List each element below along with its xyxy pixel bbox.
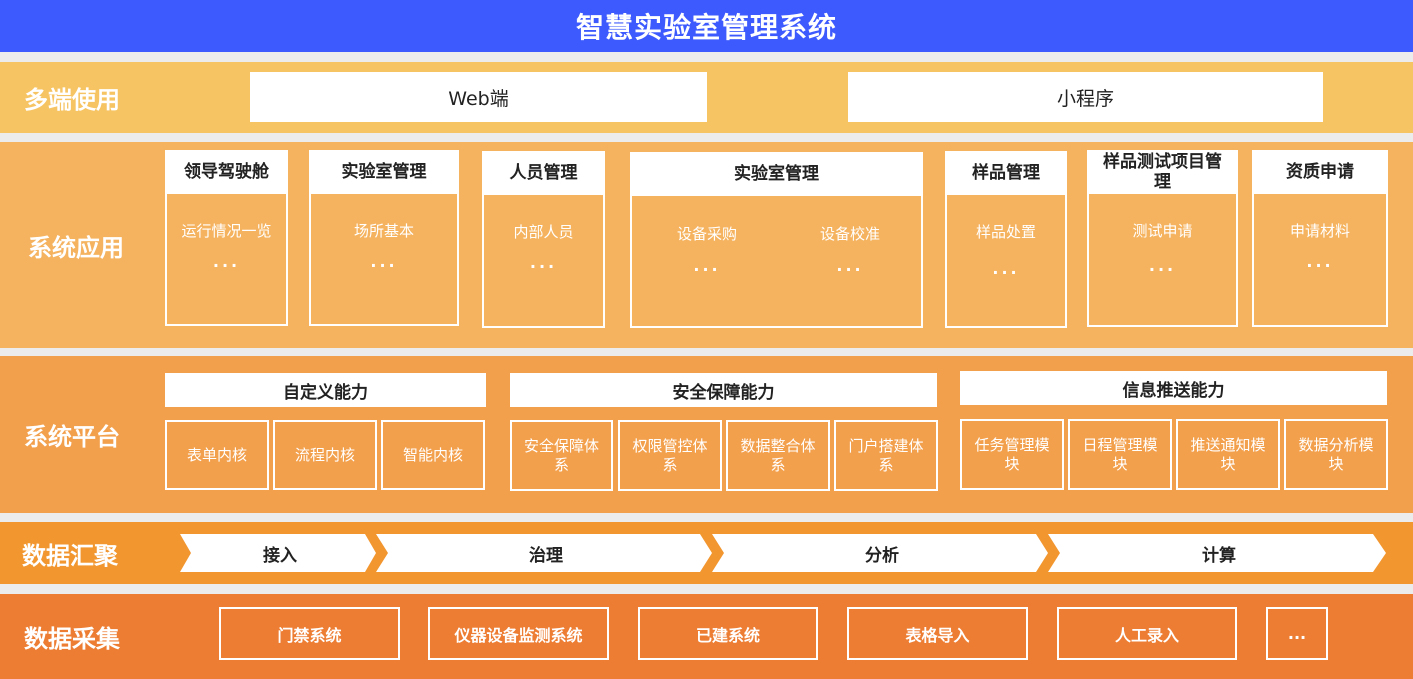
- module-qualification-title: 资质申请: [1252, 150, 1388, 193]
- module-lab-equipment-body: 设备采购 设备校准 ··· ···: [630, 194, 923, 328]
- platform-item: 日程管理模块: [1068, 419, 1172, 490]
- module-item: 样品处置: [975, 223, 1036, 241]
- module-sample-test-title: 样品测试项目管理: [1087, 150, 1238, 193]
- collect-item: 人工录入: [1057, 607, 1237, 660]
- module-lab-equipment-title: 实验室管理: [630, 152, 923, 195]
- step-label: 接入: [263, 545, 297, 566]
- chevron-compute: [1048, 534, 1386, 572]
- module-item: 申请材料: [1289, 222, 1350, 240]
- platform-item: 门户搭建体系: [834, 420, 938, 491]
- module-item: 场所基本: [353, 222, 414, 240]
- mini-program-box: 小程序: [848, 72, 1323, 122]
- module-lab-management-title: 实验室管理: [309, 150, 459, 193]
- collect-item: 已建系统: [638, 607, 818, 660]
- module-cockpit-body: 运行情况一览 ···: [165, 192, 288, 326]
- platform-item: 任务管理模块: [960, 419, 1064, 490]
- module-item: 设备校准: [819, 225, 880, 243]
- convergence-chevrons: [180, 534, 1386, 572]
- module-sample-title: 样品管理: [945, 151, 1067, 194]
- module-item: 设备采购: [676, 225, 737, 243]
- band-label-apps: 系统应用: [28, 233, 124, 262]
- band-label-multi: 多端使用: [24, 86, 120, 114]
- chevron-analysis: [712, 534, 1048, 572]
- collect-item: 门禁系统: [219, 607, 400, 660]
- more-dots: ···: [836, 260, 864, 279]
- more-dots: ···: [212, 256, 241, 275]
- module-item: 内部人员: [513, 223, 574, 241]
- platform-item: 表单内核: [165, 420, 269, 490]
- step-label: 计算: [1202, 545, 1236, 566]
- collect-item: 表格导入: [847, 607, 1028, 660]
- module-qualification-body: 申请材料 ···: [1252, 192, 1388, 327]
- collect-item-more: ...: [1266, 607, 1328, 660]
- platform-item: 安全保障体系: [510, 420, 613, 491]
- more-dots: ···: [693, 260, 721, 279]
- group-custom-capability-title: 自定义能力: [165, 373, 486, 407]
- group-push-capability-title: 信息推送能力: [960, 371, 1387, 405]
- page-title: 智慧实验室管理系统: [0, 0, 1413, 52]
- band-label-converge: 数据汇聚: [22, 541, 118, 570]
- module-personnel-body: 内部人员 ···: [482, 193, 605, 328]
- step-label: 治理: [529, 545, 563, 566]
- module-sample-body: 样品处置 ···: [945, 193, 1067, 328]
- module-item: 运行情况一览: [181, 222, 272, 240]
- module-sample-test-body: 测试申请 ···: [1087, 192, 1238, 327]
- chevron-access: [180, 534, 376, 572]
- collect-item: 仪器设备监测系统: [428, 607, 609, 660]
- platform-item: 数据分析模块: [1284, 419, 1388, 490]
- band-label-platform: 系统平台: [24, 423, 120, 451]
- module-item: 测试申请: [1132, 222, 1193, 240]
- more-dots: ···: [1306, 256, 1334, 275]
- module-cockpit-title: 领导驾驶舱: [165, 150, 288, 193]
- chevron-governance: [376, 534, 712, 572]
- more-dots: ···: [1148, 260, 1177, 279]
- more-dots: ···: [370, 256, 398, 275]
- platform-item: 数据整合体系: [726, 420, 830, 491]
- band-label-collect: 数据采集: [24, 625, 120, 653]
- module-personnel-title: 人员管理: [482, 151, 605, 194]
- module-lab-management-body: 场所基本 ···: [309, 192, 459, 326]
- group-security-capability-title: 安全保障能力: [510, 373, 937, 407]
- more-dots: ···: [529, 257, 558, 276]
- platform-item: 流程内核: [273, 420, 377, 490]
- more-dots: ···: [992, 263, 1020, 282]
- platform-item: 智能内核: [381, 420, 485, 490]
- platform-item: 权限管控体系: [618, 420, 722, 491]
- web-terminal-box: Web端: [250, 72, 707, 122]
- step-label: 分析: [865, 545, 899, 566]
- platform-item: 推送通知模块: [1176, 419, 1280, 490]
